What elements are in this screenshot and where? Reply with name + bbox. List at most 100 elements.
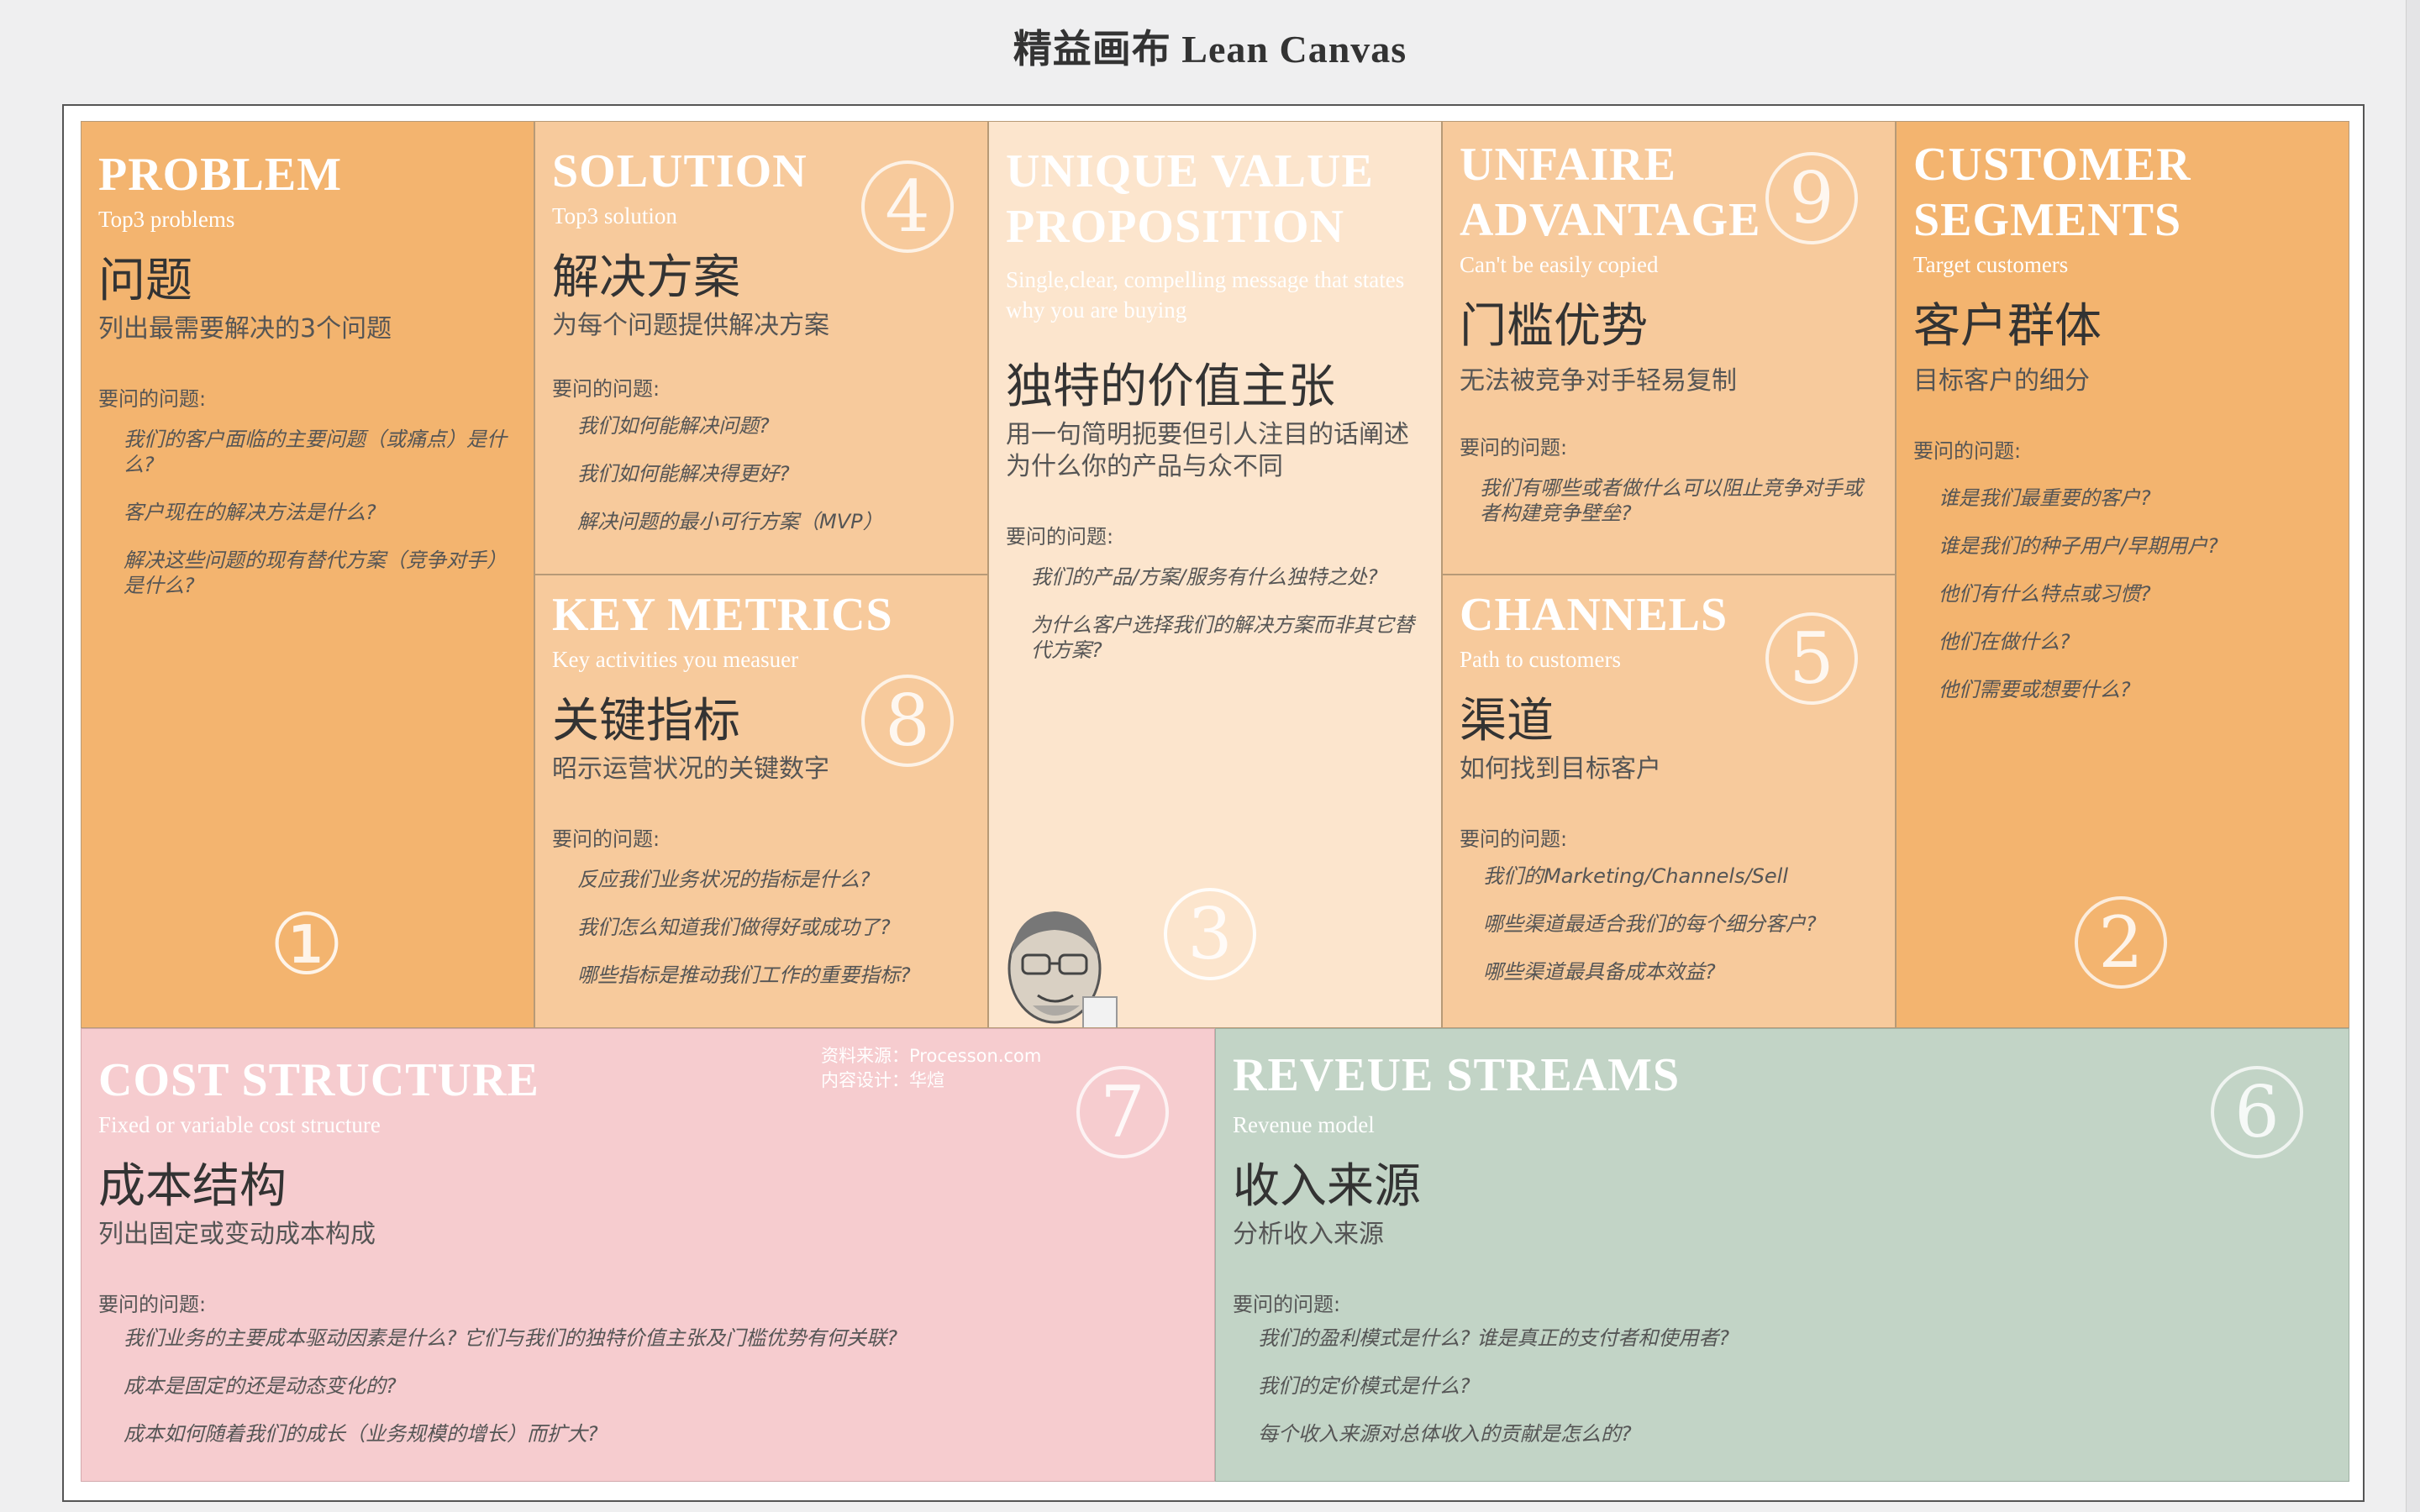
unfair-advantage-cn-title: 门槛优势 [1460,299,1648,354]
solution-block: SOLUTION Top3 solution 解决方案 为每个问题提供解决方案 … [534,121,988,575]
question-item: 我们的客户面临的主要问题（或痛点）是什么? [124,428,507,476]
key-metrics-number-badge: 8 [861,675,954,767]
question-item: 成本是固定的还是动态变化的? [124,1374,397,1398]
customer-segments-en-title: CUSTOMER SEGMENTS [1913,139,2191,246]
key-metrics-cn-title: 关键指标 [552,694,740,748]
question-item: 哪些渠道最适合我们的每个细分客户? [1483,912,1817,936]
uvp-cn-title: 独特的价值主张 [1006,360,1335,414]
key-metrics-cn-subtitle: 昭示运营状况的关键数字 [552,754,829,784]
question-item: 解决这些问题的现有替代方案（竞争对手）是什么? [124,549,507,597]
customer-segments-block: CUSTOMER SEGMENTS Target customers 客户群体 … [1896,121,2349,1028]
uvp-question-list: 我们的产品/方案/服务有什么独特之处? 为什么客户选择我们的解决方案而非其它替代… [1006,564,1421,663]
unfair-advantage-en-title: UNFAIRE ADVANTAGE [1460,139,1761,246]
question-item: 我们的Marketing/Channels/Sell [1483,864,1789,888]
customer-segments-number-badge: 2 [2075,896,2167,989]
problem-question-list: 我们的客户面临的主要问题（或痛点）是什么? 客户现在的解决方法是什么? 解决这些… [98,427,513,598]
question-item: 客户现在的解决方法是什么? [124,501,376,524]
revenue-streams-question-list: 我们的盈利模式是什么? 谁是真正的支付者和使用者? 我们的定价模式是什么? 每个… [1233,1326,2328,1446]
credit-design-text: 内容设计：华煊 [821,1070,944,1090]
solution-number-badge: 4 [861,160,954,253]
question-item: 我们的定价模式是什么? [1258,1374,1470,1398]
question-item: 我们怎么知道我们做得好或成功了? [577,916,891,939]
question-item: 反应我们业务状况的指标是什么? [577,868,871,891]
question-item: 我们的产品/方案/服务有什么独特之处? [1031,565,1378,589]
solution-en-title: SOLUTION [552,145,808,197]
revenue-streams-questions-label: 要问的问题: [1233,1293,1341,1316]
unfair-advantage-questions-label: 要问的问题: [1460,436,1568,459]
cost-structure-question-list: 我们业务的主要成本驱动因素是什么? 它们与我们的独特价值主张及门槛优势有何关联?… [98,1326,1194,1446]
unfair-advantage-block: UNFAIRE ADVANTAGE Can't be easily copied… [1442,121,1896,575]
unfair-advantage-cn-subtitle: 无法被竞争对手轻易复制 [1460,366,1737,396]
question-item: 他们在做什么? [1939,630,2070,654]
question-item: 我们如何能解决得更好? [577,462,790,486]
question-item: 谁是我们最重要的客户? [1939,486,2151,510]
revenue-streams-number-badge: 6 [2211,1066,2303,1158]
cost-structure-cn-title: 成本结构 [98,1159,287,1214]
channels-en-title: CHANNELS [1460,589,1728,641]
channels-questions-label: 要问的问题: [1460,827,1568,851]
solution-cn-subtitle: 为每个问题提供解决方案 [552,311,829,340]
key-metrics-questions-label: 要问的问题: [552,827,660,851]
solution-en-subtitle: Top3 solution [552,203,677,228]
source-credit: 资料来源：Processon.com 内容设计：华煊 [821,1044,1041,1093]
problem-block: PROBLEM Top3 problems 问题 列出最需要解决的3个问题 要问… [81,121,534,1028]
unfair-advantage-question-list: 我们有哪些或者做什么可以阻止竞争对手或者构建竞争壁垒? [1460,475,1875,526]
revenue-streams-cn-title: 收入来源 [1233,1159,1421,1214]
problem-en-subtitle: Top3 problems [98,207,235,232]
uvp-block: UNIQUE VALUE PROPOSITION Single,clear, c… [988,121,1442,1028]
cost-structure-en-subtitle: Fixed or variable cost structure [98,1112,381,1137]
key-metrics-en-subtitle: Key activities you measuer [552,647,799,672]
question-item: 为什么客户选择我们的解决方案而非其它替代方案? [1031,613,1414,662]
window-scrollbar[interactable] [2406,0,2420,1512]
question-item: 哪些指标是推动我们工作的重要指标? [577,963,911,987]
channels-en-subtitle: Path to customers [1460,647,1621,672]
question-item: 他们需要或想要什么? [1939,678,2131,701]
customer-segments-question-list: 谁是我们最重要的客户? 谁是我们的种子用户/早期用户? 他们有什么特点或习惯? … [1913,486,2328,702]
channels-cn-subtitle: 如何找到目标客户 [1460,754,1661,784]
question-item: 每个收入来源对总体收入的贡献是怎么的? [1258,1422,1632,1446]
credit-source-text: 资料来源：Processon.com [821,1046,1042,1066]
solution-cn-title: 解决方案 [552,250,740,305]
unfair-advantage-en-subtitle: Can't be easily copied [1460,252,1659,277]
revenue-streams-cn-subtitle: 分析收入来源 [1233,1220,1384,1249]
key-metrics-en-title: KEY METRICS [552,589,893,641]
customer-segments-cn-title: 客户群体 [1913,299,2102,354]
uvp-en-title: UNIQUE VALUE PROPOSITION [1006,145,1374,253]
revenue-streams-en-title: REVEUE STREAMS [1233,1049,1681,1101]
channels-number-badge: 5 [1765,612,1858,705]
cost-structure-cn-subtitle: 列出固定或变动成本构成 [98,1220,376,1249]
question-item: 我们的盈利模式是什么? 谁是真正的支付者和使用者? [1258,1326,1730,1350]
cost-structure-number-badge: 7 [1076,1066,1169,1158]
key-metrics-block: KEY METRICS Key activities you measuer 关… [534,575,988,1028]
uvp-number-badge: 3 [1164,888,1256,980]
problem-cn-title: 问题 [98,254,192,308]
uvp-questions-label: 要问的问题: [1006,525,1114,549]
key-metrics-question-list: 反应我们业务状况的指标是什么? 我们怎么知道我们做得好或成功了? 哪些指标是推动… [552,867,967,988]
uvp-cn-subtitle: 用一句简明扼要但引人注目的话阐述为什么你的产品与众不同 [1006,420,1409,481]
cost-structure-en-title: COST STRUCTURE [98,1054,539,1106]
question-item: 我们有哪些或者做什么可以阻止竞争对手或者构建竞争壁垒? [1480,476,1863,525]
question-item: 解决问题的最小可行方案（MVP） [577,510,883,533]
problem-cn-subtitle: 列出最需要解决的3个问题 [98,314,392,344]
problem-number-badge: ① [269,895,345,994]
solution-questions-label: 要问的问题: [552,377,660,401]
cost-structure-questions-label: 要问的问题: [98,1293,207,1316]
question-item: 哪些渠道最具备成本效益? [1483,960,1716,984]
question-item: 我们业务的主要成本驱动因素是什么? 它们与我们的独特价值主张及门槛优势有何关联? [124,1326,898,1350]
customer-segments-en-subtitle: Target customers [1913,252,2069,277]
problem-en-title: PROBLEM [98,149,343,201]
customer-segments-cn-subtitle: 目标客户的细分 [1913,366,2090,396]
page-title: 精益画布 Lean Canvas [1013,28,1407,71]
unfair-advantage-number-badge: 9 [1765,152,1858,244]
uvp-en-subtitle: Single,clear, compelling message that st… [1006,267,1405,323]
author-avatar-icon [1007,911,1118,1027]
channels-question-list: 我们的Marketing/Channels/Sell 哪些渠道最适合我们的每个细… [1460,864,1875,984]
revenue-streams-block: REVEUE STREAMS Revenue model 收入来源 分析收入来源… [1215,1028,2349,1482]
question-item: 成本如何随着我们的成长（业务规模的增长）而扩大? [124,1422,598,1446]
cost-structure-block: COST STRUCTURE Fixed or variable cost st… [81,1028,1215,1482]
lean-canvas: PROBLEM Top3 problems 问题 列出最需要解决的3个问题 要问… [62,104,2365,1502]
revenue-streams-en-subtitle: Revenue model [1233,1112,1375,1137]
question-item: 谁是我们的种子用户/早期用户? [1939,534,2218,558]
question-item: 他们有什么特点或习惯? [1939,582,2151,606]
customer-segments-questions-label: 要问的问题: [1913,439,2022,463]
